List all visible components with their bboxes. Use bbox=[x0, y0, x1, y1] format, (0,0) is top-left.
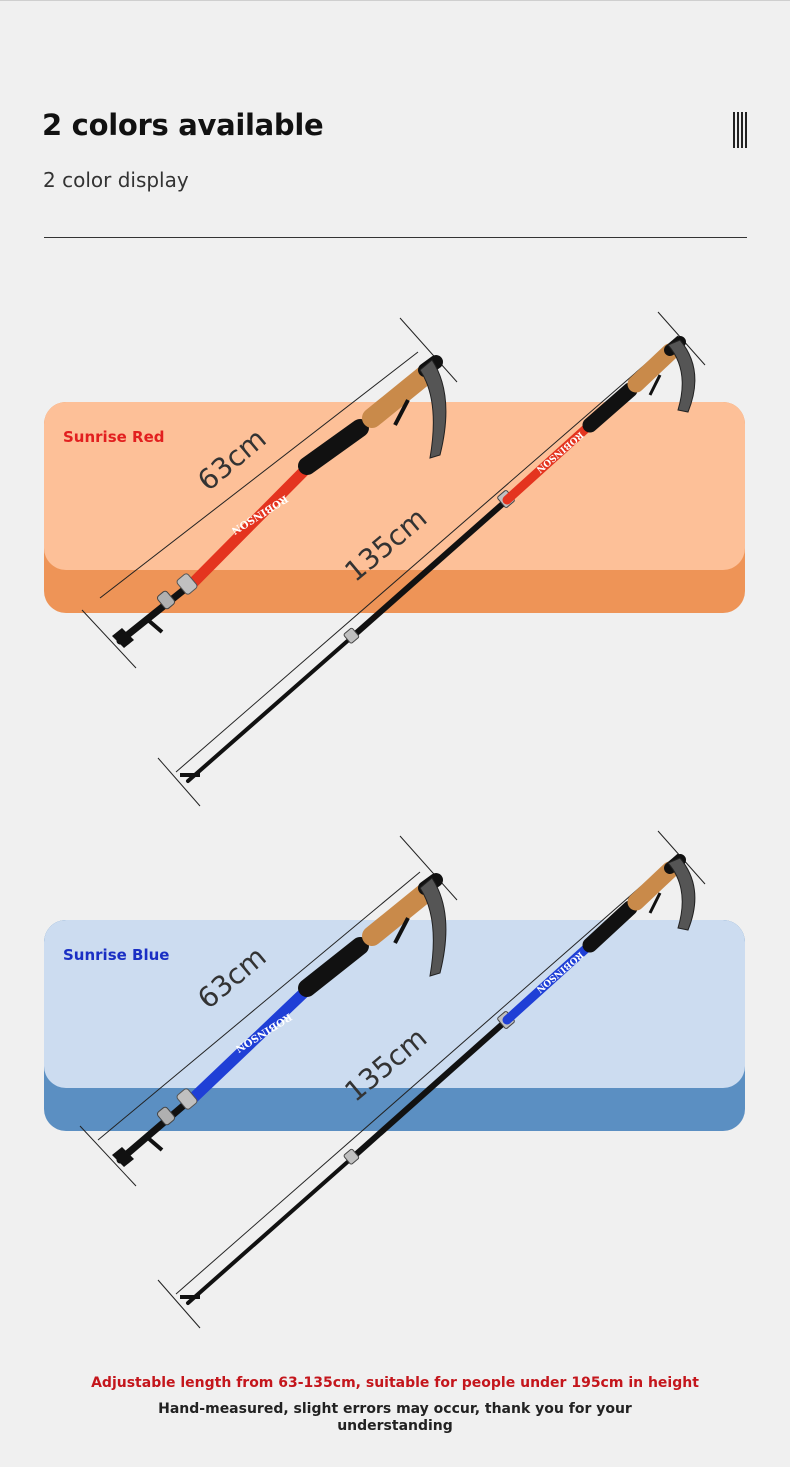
page-subtitle: 2 color display bbox=[43, 168, 189, 192]
brand-print-blue-short: ROBINSON bbox=[233, 1010, 293, 1053]
menu-bars-icon bbox=[733, 112, 747, 148]
top-border bbox=[0, 0, 790, 1]
length-label-short-red: 63cm bbox=[191, 422, 272, 498]
variant-card-blue: Sunrise Blue bbox=[44, 920, 745, 1131]
footer-length-note: Adjustable length from 63-135cm, suitabl… bbox=[91, 1375, 699, 1391]
pole-shaft-blue bbox=[182, 979, 318, 1109]
pole-group-blue: ROBINSON 63cm ROBINSON 135cm bbox=[79, 830, 706, 1329]
pole-group-red: ROBINSON 63cm ROBINSON 135cm bbox=[81, 311, 706, 807]
length-label-short-blue: 63cm bbox=[191, 940, 272, 1016]
footer-disclaimer: Hand-measured, slight errors may occur, … bbox=[158, 1401, 632, 1434]
variant-label-red: Sunrise Red bbox=[63, 428, 165, 446]
header-divider bbox=[44, 237, 747, 238]
pole-shaft-blue-long bbox=[502, 940, 595, 1025]
variant-label-blue: Sunrise Blue bbox=[63, 946, 170, 964]
brand-print-red-short: ROBINSON bbox=[229, 492, 289, 535]
page-title: 2 colors available bbox=[42, 108, 324, 142]
pole-shaft-red bbox=[182, 457, 318, 594]
pole-shaft-red-long bbox=[502, 420, 595, 505]
variant-card-red: Sunrise Red bbox=[44, 402, 745, 613]
brand-print-blue-long: ROBINSON bbox=[534, 949, 585, 994]
brand-print-red-long: ROBINSON bbox=[534, 429, 585, 474]
